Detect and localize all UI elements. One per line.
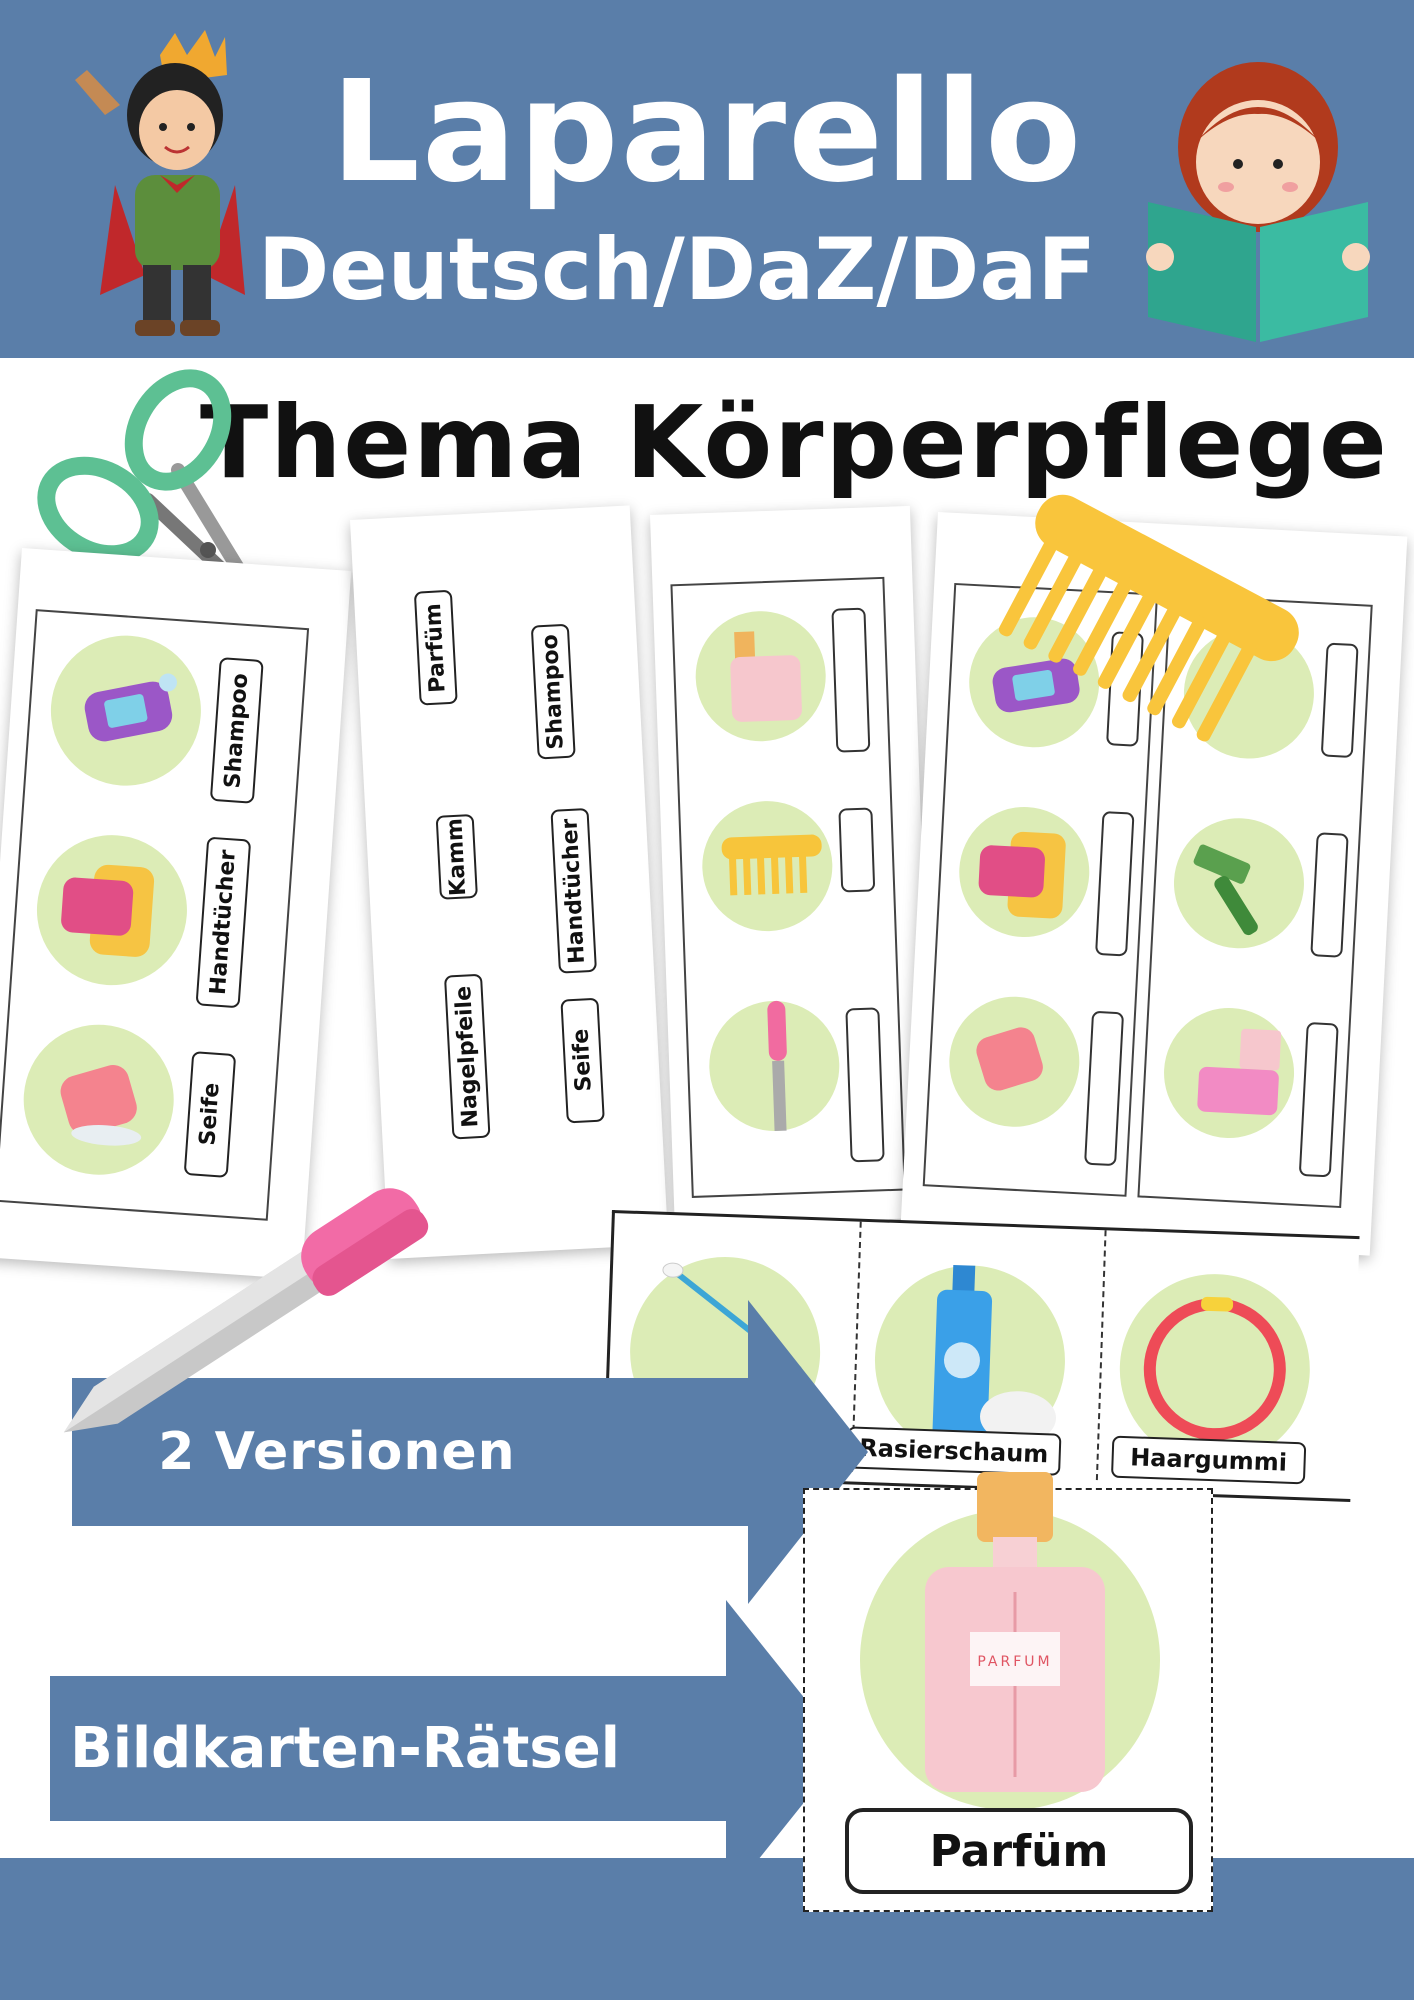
towels-icon <box>61 864 155 957</box>
body-lotion-icon <box>1197 1028 1282 1116</box>
soap-icon-2 <box>976 1027 1043 1091</box>
arrow-picture-puzzle: Bildkarten-Rätsel <box>50 1676 730 1821</box>
worksheet-middle <box>650 505 935 1227</box>
label-seife-2: Seife <box>560 997 605 1124</box>
label-seife: Seife <box>183 1051 237 1178</box>
worksheet-left: Shampoo Handtücher Seife <box>0 548 352 1280</box>
label-kamm: Kamm <box>435 813 478 900</box>
label-haargummi: Haargummi <box>1110 1435 1307 1485</box>
nail-file-icon <box>63 1188 429 1433</box>
perfume-icon <box>730 631 802 722</box>
nail-file-icon-small <box>767 1000 787 1132</box>
picture-card-parfuem: PARFUM Parfüm <box>803 1472 1213 1912</box>
worksheet-labels: Parfüm Kamm Nagelpfeile Shampoo Handtüch… <box>350 505 669 1259</box>
topic-title: Thema Körperpflege <box>200 384 1389 501</box>
comb-icon <box>998 494 1299 742</box>
app-subtitle: Deutsch/DaZ/DaF <box>257 220 1097 320</box>
label-rasierschaum: Rasierschaum <box>846 1426 1062 1476</box>
label-parfuem-large: Parfüm <box>845 1808 1193 1894</box>
puzzle-text: Bildkarten-Rätsel <box>70 1716 620 1781</box>
shampoo-icon-2 <box>992 658 1080 713</box>
comb-icon-small <box>721 834 822 896</box>
lapbook-strip: Rasierschaum Haargummi <box>602 1210 1360 1502</box>
shampoo-icon <box>84 673 177 742</box>
app-title: Laparello <box>330 51 1084 214</box>
hair-tie-icon <box>1143 1296 1286 1441</box>
perfume-icon-large: PARFUM <box>925 1472 1105 1792</box>
label-handtuecher-2: Handtücher <box>550 807 597 974</box>
prince-icon <box>75 30 245 336</box>
shaving-foam-icon <box>932 1264 1057 1444</box>
label-shampoo-2: Shampoo <box>530 623 576 760</box>
versions-text: 2 Versionen <box>158 1422 516 1482</box>
worksheet-right <box>900 512 1408 1256</box>
label-parfuem: Parfüm <box>413 589 458 706</box>
arrow-versions: 2 Versionen <box>72 1378 752 1526</box>
towels-icon-2 <box>978 831 1066 919</box>
razor-icon <box>1193 844 1258 936</box>
perfume-bottle-text: PARFUM <box>977 1654 1052 1670</box>
soap-icon <box>60 1064 142 1146</box>
label-nagelpfeile: Nagelpfeile <box>443 973 491 1140</box>
reading-girl-icon <box>1146 62 1370 342</box>
